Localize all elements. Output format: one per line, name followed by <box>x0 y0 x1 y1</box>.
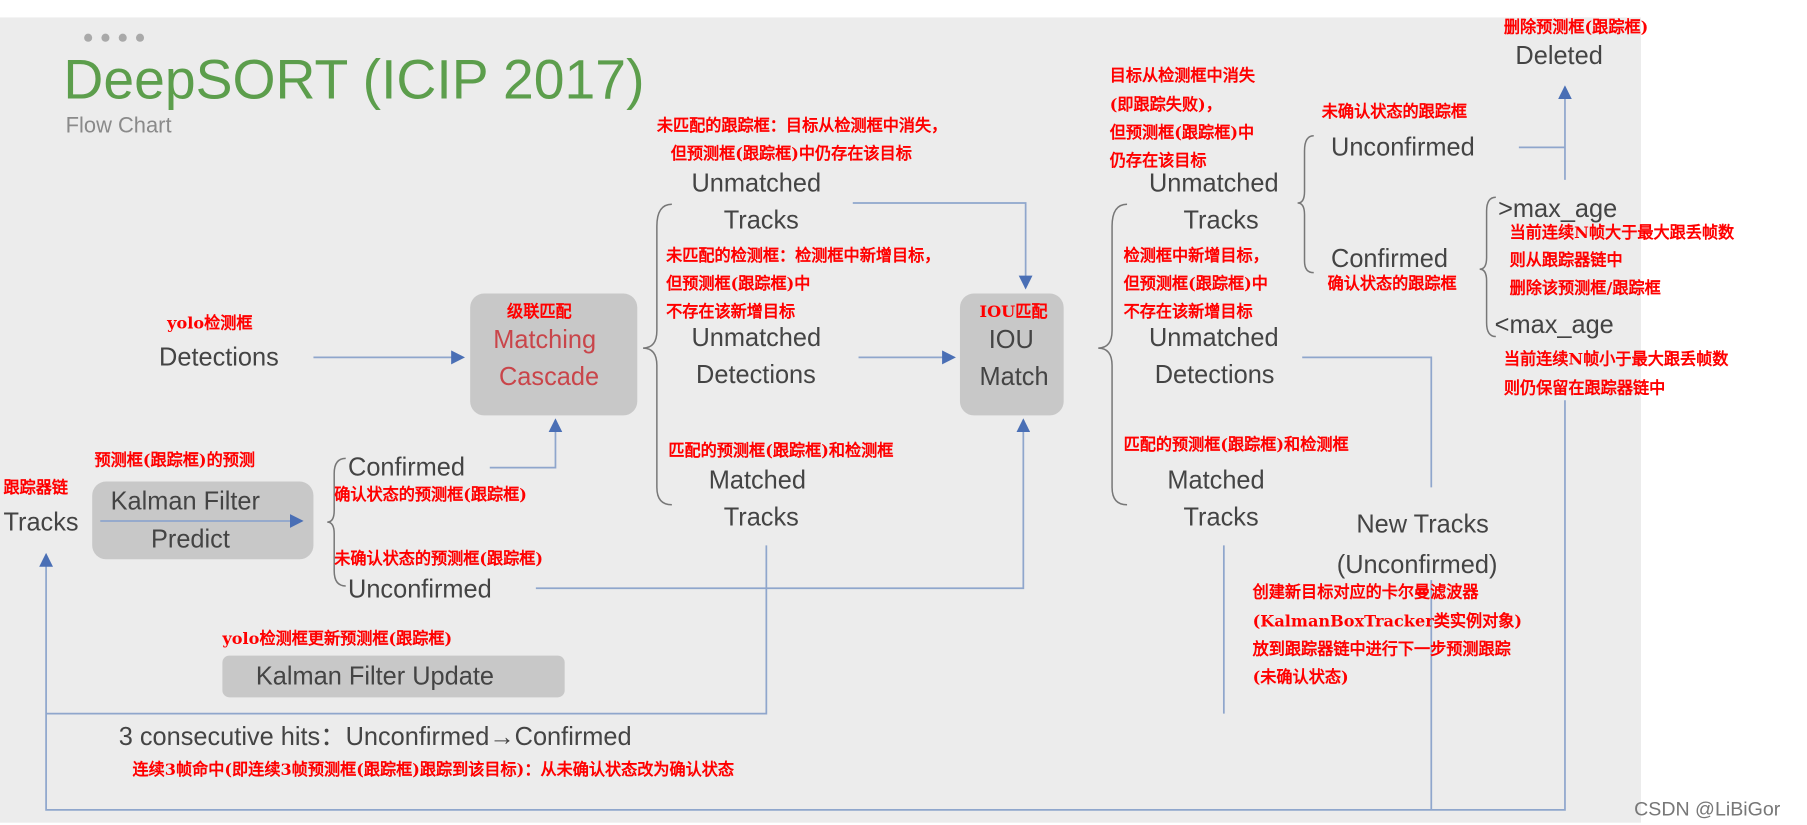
annotation: IOU匹配 <box>979 302 1048 322</box>
matched-tracks-2b: Tracks <box>1183 502 1259 532</box>
annotation: 不存在该新增目标 <box>1123 302 1253 322</box>
annotation: 当前连续N帧小于最大跟丢帧数 <box>1503 350 1729 369</box>
dot <box>84 33 93 42</box>
unmatched-tracks-1: Unmatched <box>691 168 822 198</box>
annotation: (即跟踪失败)， <box>1109 96 1222 115</box>
annotation: 未确认状态的跟踪框 <box>1321 103 1468 122</box>
subtitle: Flow Chart <box>65 113 172 139</box>
unmatched-tracks-1b: Tracks <box>723 205 799 235</box>
annotation: 创建新目标对应的卡尔曼滤波器 <box>1252 583 1479 603</box>
annotation: 当前连续N帧大于最大跟丢帧数 <box>1509 223 1735 243</box>
annotation: 未匹配的检测框：检测框中新增目标， <box>666 247 941 266</box>
annotation: 不存在该新增目标 <box>666 302 796 322</box>
dot <box>118 33 127 42</box>
tracks-node: Tracks <box>3 507 79 537</box>
annotation: 但预测框(跟踪框)中 <box>1109 124 1255 143</box>
unmatched-tracks-2b: Tracks <box>1183 205 1259 235</box>
annotation: 目标从检测框中消失 <box>1109 67 1255 86</box>
dot <box>135 33 145 42</box>
annotation: 匹配的预测框(跟踪框)和检测框 <box>1123 436 1349 455</box>
annotation: 但预测框(跟踪框)中 <box>1123 274 1268 294</box>
unconfirmed-left: Unconfirmed <box>348 574 492 604</box>
confirmed-left: Confirmed <box>348 452 465 482</box>
cascade-label: Cascade <box>498 362 600 392</box>
iou-label: IOU <box>988 324 1034 354</box>
annotation: yolo检测框更新预测框(跟踪框) <box>222 630 453 649</box>
annotation: 检测框中新增目标， <box>1123 247 1269 266</box>
watermark: CSDN @LiBiGor <box>1634 798 1781 821</box>
dot <box>101 33 110 42</box>
annotation: yolo检测框 <box>167 314 253 334</box>
annotation: 确认状态的预测框(跟踪框) <box>334 486 527 505</box>
annotation: 匹配的预测框(跟踪框)和检测框 <box>668 442 894 461</box>
matching-cascade-box <box>470 293 638 416</box>
annotation: 则仍保留在跟踪器链中 <box>1503 379 1666 398</box>
kf-predict-label: Kalman Filter <box>110 486 260 516</box>
matched-tracks-2: Matched <box>1167 465 1265 495</box>
unmatched-det-1b: Detections <box>696 359 816 389</box>
unmatched-det-2: Unmatched <box>1148 322 1279 352</box>
unmatched-det-2b: Detections <box>1154 359 1275 389</box>
annotation: 确认状态的跟踪框 <box>1327 274 1457 294</box>
iou-match-box <box>959 293 1064 416</box>
lt-max-age: <max_age <box>1494 309 1614 339</box>
annotation: 但预测框(跟踪框)中仍存在该目标 <box>670 145 912 164</box>
new-tracks: New Tracks <box>1356 509 1489 539</box>
unmatched-tracks-2: Unmatched <box>1148 168 1279 198</box>
deleted-node: Deleted <box>1515 40 1603 70</box>
kf-predict-label-2: Predict <box>150 524 230 554</box>
annotation: 连续3帧命中(即连续3帧预测框(跟踪框)跟踪到该目标)：从未确认状态改为确认状态 <box>132 761 735 780</box>
kalman-update-box <box>222 655 565 698</box>
confirmed-right: Confirmed <box>1331 243 1448 273</box>
gt-max-age: >max_age <box>1498 193 1618 223</box>
annotation: 级联匹配 <box>507 302 572 322</box>
kf-update-label: Kalman Filter Update <box>255 661 494 691</box>
detections-node: Detections <box>159 342 279 372</box>
page-title: DeepSORT (ICIP 2017) <box>63 49 645 112</box>
new-tracks-b: (Unconfirmed) <box>1336 549 1498 579</box>
matched-tracks-1: Matched <box>708 465 806 495</box>
matching-label: Matching <box>493 324 597 354</box>
annotation: 则从跟踪器链中 <box>1509 251 1623 271</box>
annotation: 未匹配的跟踪框：目标从检测框中消失， <box>656 117 948 136</box>
match-label: Match <box>979 362 1049 392</box>
unconfirmed-right: Unconfirmed <box>1331 132 1475 162</box>
annotation: 未确认状态的预测框(跟踪框) <box>334 549 544 569</box>
annotation: 删除该预测框/跟踪框 <box>1509 279 1661 299</box>
consecutive-hits: 3 consecutive hits：Unconfirmed→Confirmed <box>118 721 632 751</box>
unmatched-det-1: Unmatched <box>691 322 822 352</box>
annotation: 跟踪器链 <box>3 479 68 498</box>
annotation: 删除预测框(跟踪框) <box>1503 18 1649 38</box>
annotation: 仍存在该目标 <box>1109 151 1207 171</box>
annotation: (未确认状态) <box>1252 668 1349 687</box>
annotation: (KalmanBoxTracker类实例对象) <box>1252 612 1523 632</box>
matched-tracks-1b: Tracks <box>723 502 799 532</box>
annotation: 但预测框(跟踪框)中 <box>666 274 811 294</box>
annotation: 放到跟踪器链中进行下一步预测跟踪 <box>1252 640 1511 660</box>
annotation: 预测框(跟踪框)的预测 <box>94 451 255 470</box>
